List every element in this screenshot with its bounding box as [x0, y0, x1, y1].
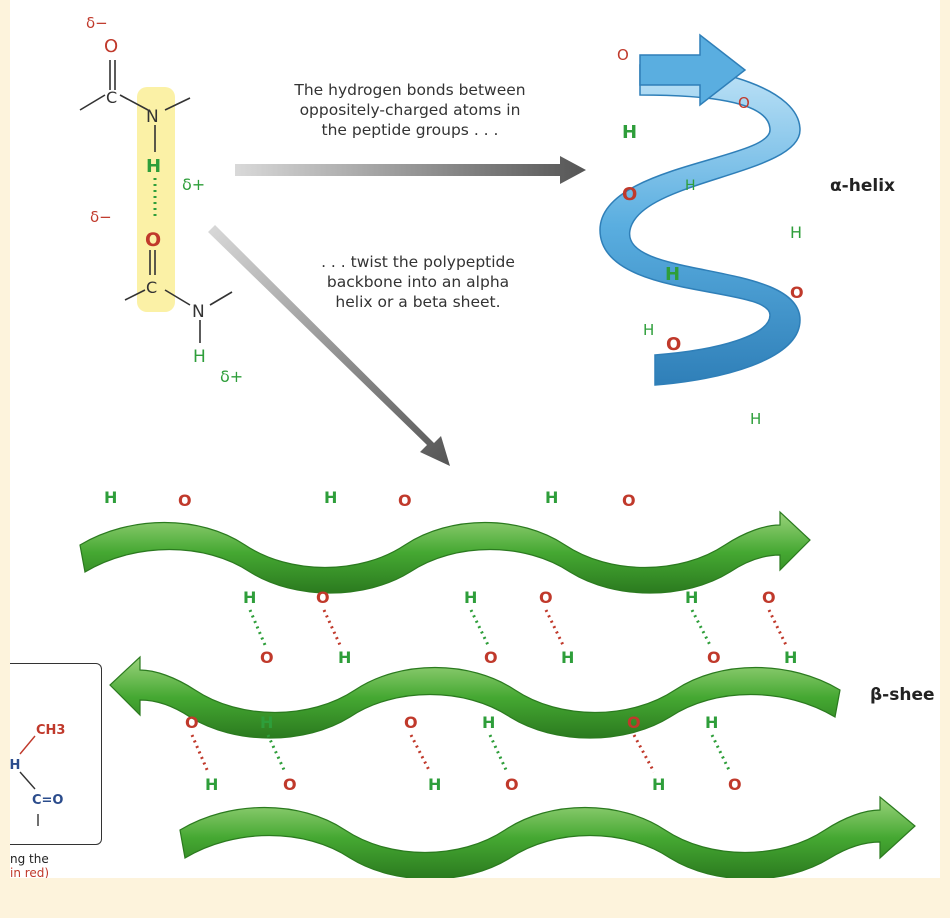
helix-h4: H: [665, 264, 680, 285]
beta-h13: H: [205, 775, 218, 794]
hbond-caption: The hydrogen bonds between oppositely-ch…: [280, 80, 540, 140]
beta-h2: H: [324, 488, 337, 507]
beta-strand-1: [79, 510, 811, 594]
beta-o11: O: [404, 713, 418, 732]
helix-o2: O: [622, 184, 637, 205]
beta-h7: H: [338, 648, 351, 667]
carbon-top: C: [106, 88, 117, 107]
hydrogen-top: H: [146, 156, 161, 177]
beta-h6: H: [685, 588, 698, 607]
beta-o8: O: [484, 648, 498, 667]
nitrogen-bottom: N: [192, 302, 205, 322]
peptide-bonds: [79, 60, 233, 343]
helix-o5: O: [666, 334, 681, 355]
beta-o1: O: [178, 491, 192, 510]
beta-h10: H: [260, 713, 273, 732]
beta-o2: O: [398, 491, 412, 510]
protein-structure-diagram: δ− O C N H δ+ δ− O C N H δ+ O H O O H: [79, 14, 916, 878]
helix-o1: O: [617, 46, 629, 64]
side-caption: ng the in red): [10, 852, 49, 878]
twist-caption-line2: backbone into an alpha: [326, 273, 510, 291]
beta-h8: H: [561, 648, 574, 667]
beta-h15: H: [652, 775, 665, 794]
beta-h3: H: [545, 488, 558, 507]
delta-plus-top: δ+: [182, 175, 205, 194]
beta-h14: H: [428, 775, 441, 794]
beta-h9: H: [784, 648, 797, 667]
oxygen-top: O: [104, 36, 118, 57]
hbond-caption-line3: the peptide groups . . .: [321, 121, 499, 139]
side-caption-line2: in red): [10, 866, 50, 878]
nitrogen-top: N: [146, 107, 159, 127]
hbond-caption-line1: The hydrogen bonds between: [294, 81, 526, 99]
arrow-to-helix: [235, 156, 586, 184]
helix-h1: H: [622, 122, 637, 143]
side-structure-box: CH3 CH C=O: [10, 663, 102, 845]
twist-caption-line1: . . . twist the polypeptide: [321, 253, 515, 271]
beta-h5: H: [464, 588, 477, 607]
alpha-helix-ribbon: [599, 33, 801, 386]
ch-label: CH: [10, 758, 20, 773]
beta-strand-3: [179, 795, 916, 878]
beta-atom-labels: H O H O H O H O H O H O O H O H O H O H: [104, 488, 797, 794]
helix-o3: O: [738, 94, 750, 112]
oxygen-mid: O: [145, 229, 161, 251]
beta-o6: O: [762, 588, 776, 607]
beta-h12: H: [705, 713, 718, 732]
helix-arrowhead: [639, 33, 747, 107]
beta-o7: O: [260, 648, 274, 667]
beta-o13: O: [283, 775, 297, 794]
carbon-bottom: C: [146, 278, 157, 297]
beta-h1: H: [104, 488, 117, 507]
beta-strand-2: [109, 655, 841, 739]
hbond-highlight: [137, 87, 175, 312]
beta-h4: H: [243, 588, 256, 607]
alpha-helix-label: α-helix: [830, 176, 895, 196]
beta-sheet-label: β-shee: [870, 685, 935, 705]
beta-o14: O: [505, 775, 519, 794]
hbond-caption-line2: oppositely-charged atoms in: [299, 101, 521, 119]
figure-panel: δ− O C N H δ+ δ− O C N H δ+ O H O O H: [10, 0, 940, 878]
beta-hbonds: [190, 609, 788, 773]
beta-o15: O: [728, 775, 742, 794]
side-caption-line1: ng the: [10, 852, 49, 866]
beta-h11: H: [482, 713, 495, 732]
beta-o3: O: [622, 491, 636, 510]
beta-o9: O: [707, 648, 721, 667]
helix-h5: H: [643, 321, 654, 339]
beta-o10: O: [185, 713, 199, 732]
hydrogen-bottom: H: [193, 347, 206, 367]
helix-h6: H: [750, 410, 761, 428]
beta-o12: O: [627, 713, 641, 732]
side-structure-drawing: CH3 CH C=O: [10, 723, 65, 826]
co-label: C=O: [32, 793, 63, 808]
twist-caption-line3: helix or a beta sheet.: [335, 293, 501, 311]
helix-h3: H: [790, 223, 802, 242]
helix-h2: H: [685, 178, 696, 194]
ch3-label: CH3: [36, 723, 65, 738]
beta-o4: O: [316, 588, 330, 607]
delta-plus-bottom: δ+: [220, 367, 243, 386]
arrow-to-sheet: [208, 225, 450, 466]
delta-minus-mid: δ−: [90, 208, 112, 226]
twist-caption: . . . twist the polypeptide backbone int…: [298, 252, 538, 312]
helix-o4: O: [790, 283, 804, 302]
delta-minus-top: δ−: [86, 14, 108, 32]
beta-o5: O: [539, 588, 553, 607]
